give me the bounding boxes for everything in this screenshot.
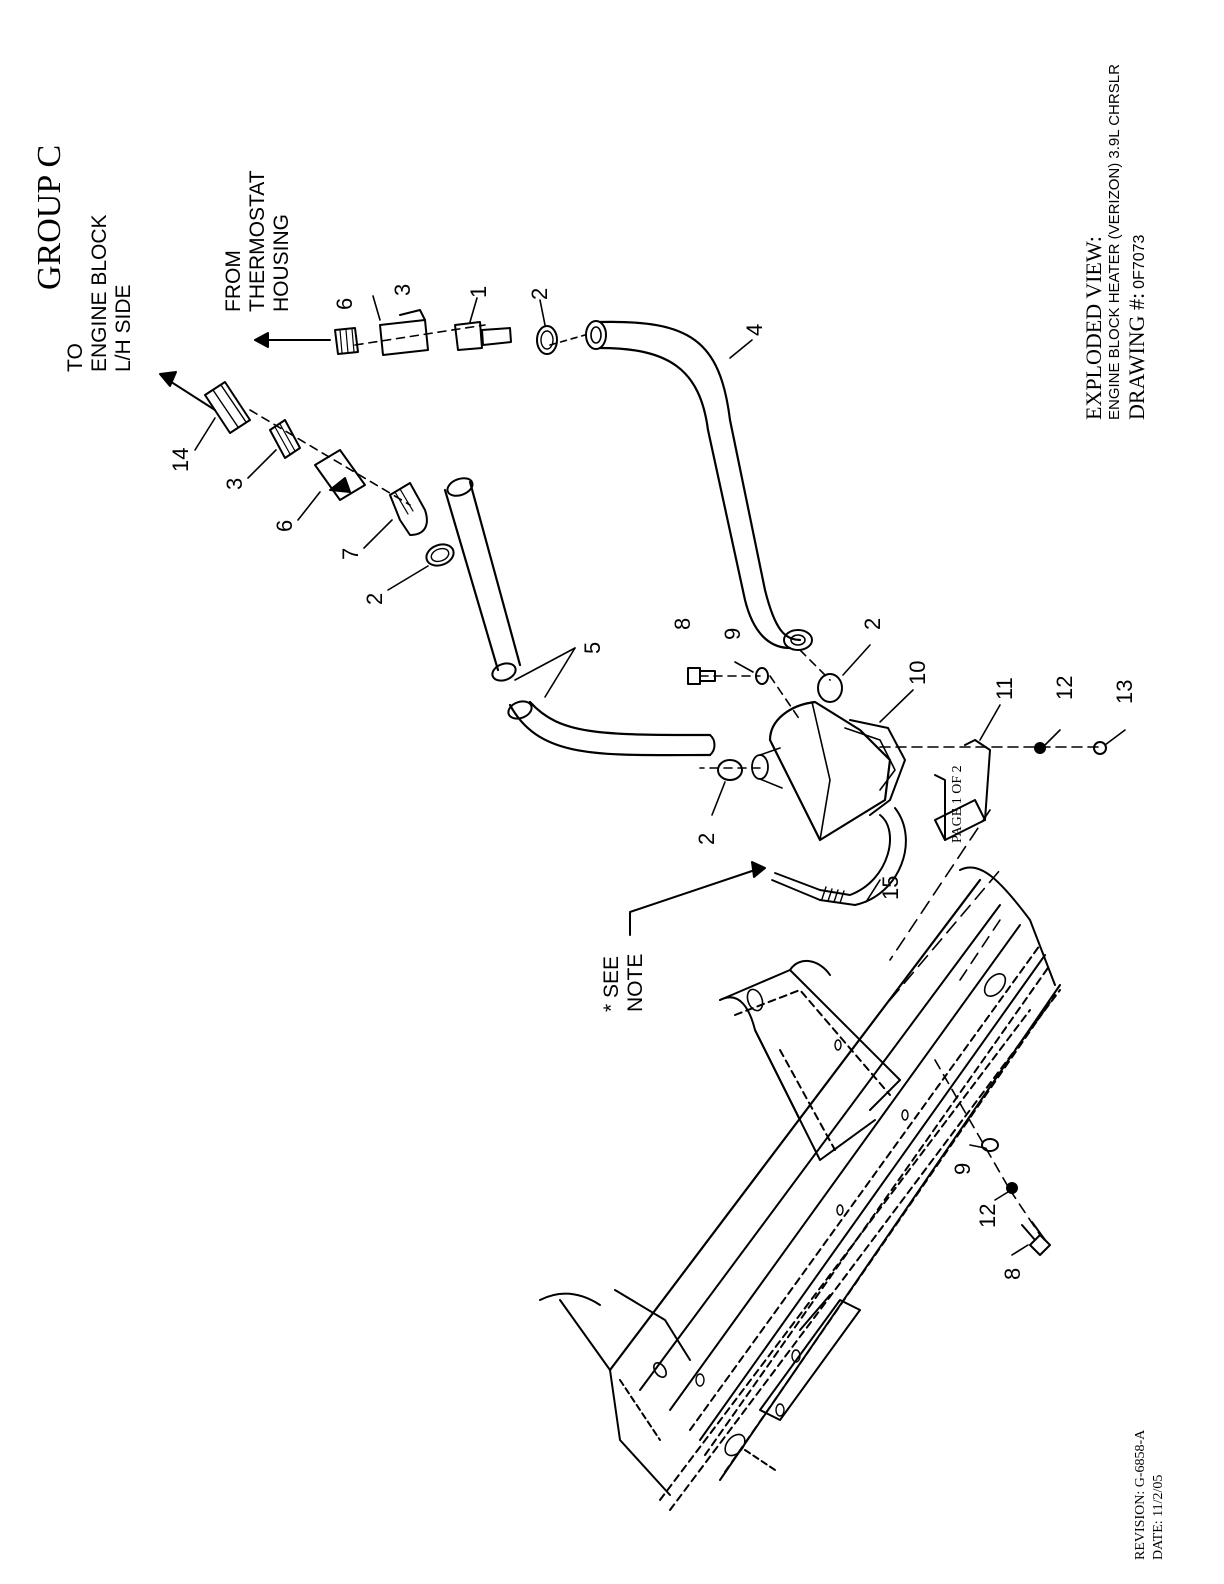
callout-3-upper: 3 xyxy=(390,284,415,296)
callout-12-upper: 12 xyxy=(1052,676,1077,700)
fitting-6-upper xyxy=(335,328,358,354)
title-block: EXPLODED VIEW: ENGINE BLOCK HEATER (VERI… xyxy=(1082,64,1153,420)
revision-line: REVISION: G-6858-A xyxy=(1132,1430,1150,1560)
callout-8-upper: 8 xyxy=(670,618,695,630)
valve-6-lower xyxy=(315,450,365,500)
valve-3-upper xyxy=(380,310,428,355)
label-to-engine-line-2: ENGINE BLOCK xyxy=(88,214,112,372)
title-name: ENGINE BLOCK HEATER (VERIZON) 3.9L CHRSL… xyxy=(1106,64,1124,420)
washer-9-lower xyxy=(982,1139,998,1151)
callout-12-lower: 12 xyxy=(975,1204,1000,1228)
drawing-label: DRAWING #: xyxy=(1124,293,1149,420)
heater-element xyxy=(752,702,906,905)
label-to-engine-line-1: TO xyxy=(64,214,88,372)
label-see-note-line-2: NOTE xyxy=(624,954,648,1012)
callout-9-lower: 9 xyxy=(950,1163,975,1175)
callout-11: 11 xyxy=(992,677,1017,700)
date-line: DATE: 11/2/05 xyxy=(1150,1430,1168,1560)
nut-13 xyxy=(1094,742,1106,754)
page-label: PAGE 1 OF 2 xyxy=(950,765,966,843)
revision-block: REVISION: G-6858-A DATE: 11/2/05 xyxy=(1132,1430,1168,1560)
label-to-engine-block: TO ENGINE BLOCK L/H SIDE xyxy=(64,214,136,372)
hose-4 xyxy=(586,321,812,650)
callout-10: 10 xyxy=(905,661,930,685)
callout-14: 14 xyxy=(168,448,193,472)
callout-3-lower: 3 xyxy=(222,478,247,490)
clamp-2-upper xyxy=(537,326,557,354)
clamp-2-lower xyxy=(423,541,456,569)
callout-15: 15 xyxy=(878,876,903,900)
label-to-engine-line-3: L/H SIDE xyxy=(112,214,136,372)
callout-8-lower: 8 xyxy=(1000,1268,1025,1280)
label-from-thermostat: FROM THERMOSTAT HOUSING xyxy=(222,170,294,312)
callout-2-heater-left: 2 xyxy=(694,833,719,845)
clamp-2-heater-top xyxy=(818,674,842,702)
bolt-8-lower xyxy=(1022,1222,1050,1255)
title-heading: EXPLODED VIEW: xyxy=(1082,64,1106,420)
clamp-2-heater-left xyxy=(718,760,742,780)
callout-7: 7 xyxy=(338,548,363,560)
label-see-note-line-1: * SEE xyxy=(600,954,624,1012)
drawing-number: 0F7073 xyxy=(1131,235,1148,289)
callout-13: 13 xyxy=(1112,680,1137,704)
hose-5 xyxy=(445,475,715,755)
nut-12-upper xyxy=(1035,743,1045,753)
callout-2-upper: 2 xyxy=(527,288,552,300)
title-drawing: DRAWING #: 0F7073 xyxy=(1124,64,1153,420)
callout-6-upper: 6 xyxy=(332,298,357,310)
label-from-thermostat-line-3: HOUSING xyxy=(270,170,294,312)
label-from-thermostat-line-2: THERMOSTAT xyxy=(246,170,270,312)
callout-9-upper: 9 xyxy=(720,628,745,640)
callout-2-heater-top: 2 xyxy=(860,618,885,630)
label-see-note: * SEE NOTE xyxy=(600,954,648,1012)
callout-6-lower: 6 xyxy=(272,520,297,532)
callout-4: 4 xyxy=(742,324,767,336)
adapter-1 xyxy=(455,322,511,350)
callout-2-lower: 2 xyxy=(362,593,387,605)
label-from-thermostat-line-1: FROM xyxy=(222,170,246,312)
callout-1: 1 xyxy=(466,286,491,298)
callout-5: 5 xyxy=(580,642,605,654)
elbow-7 xyxy=(390,483,427,535)
